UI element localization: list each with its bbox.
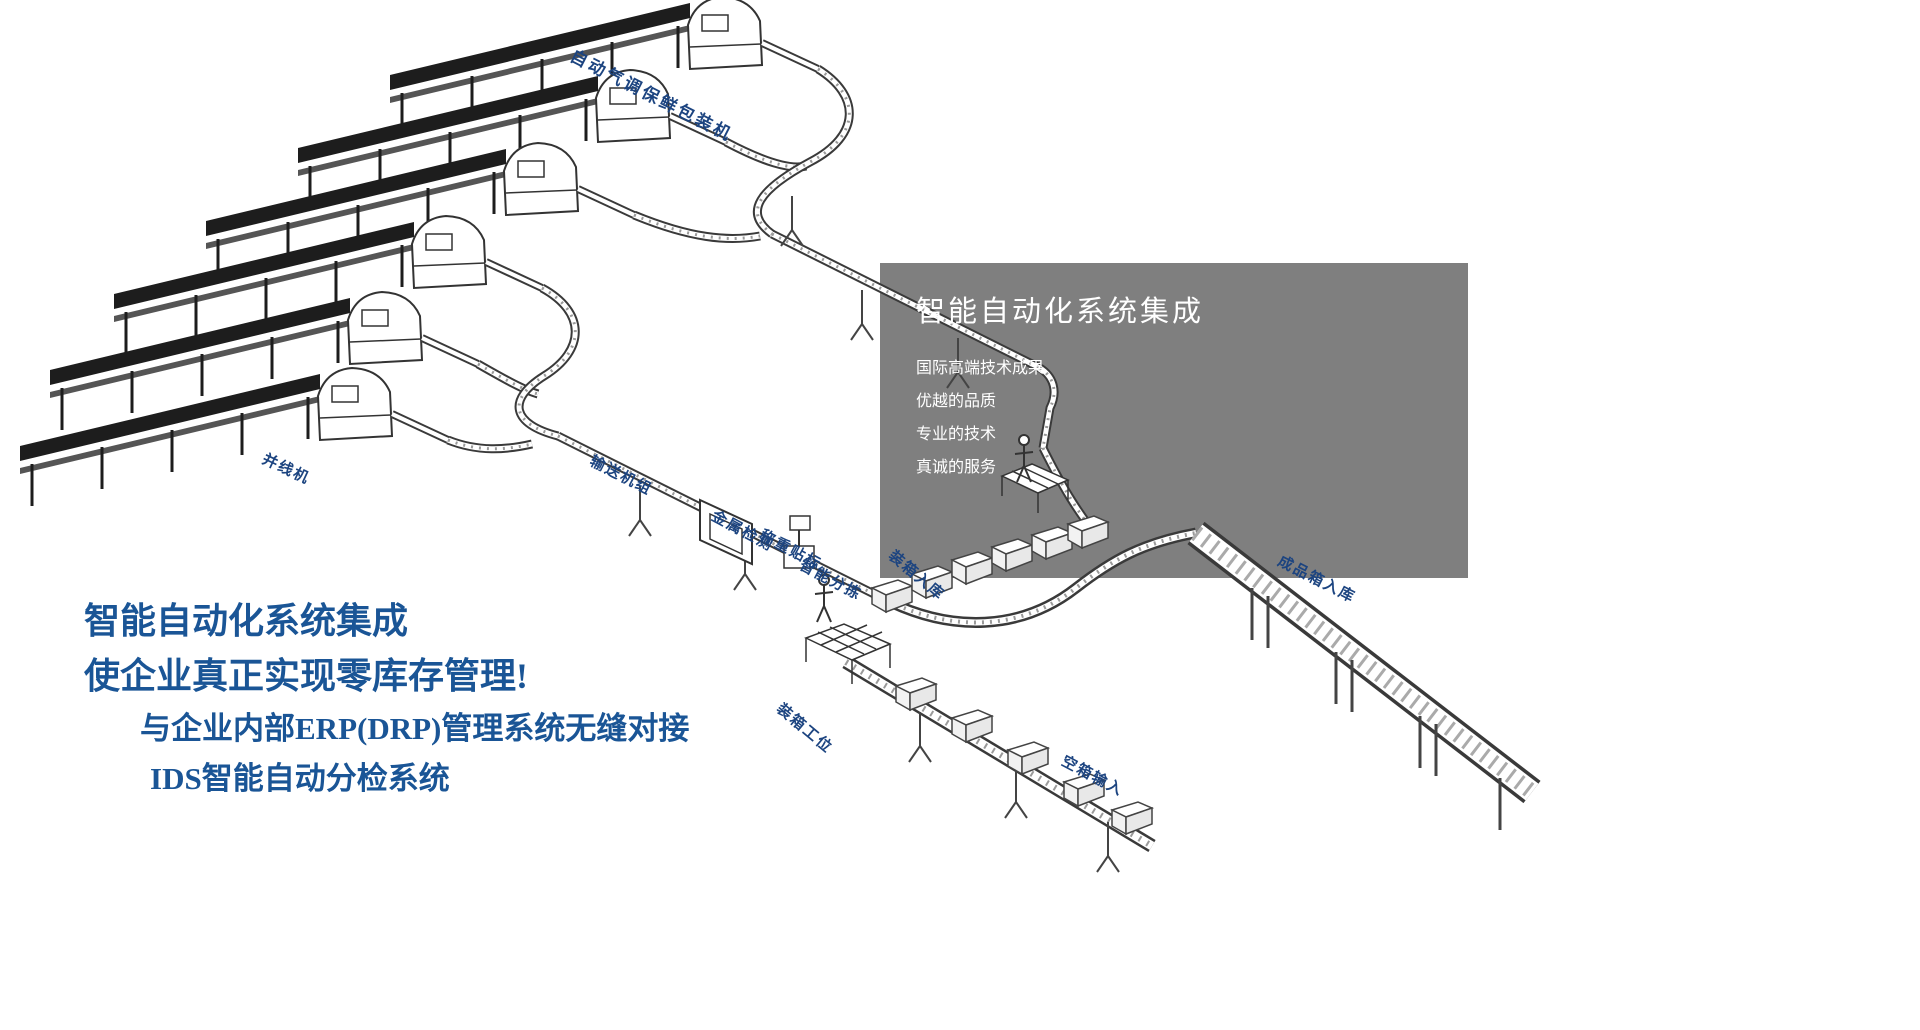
slogan-line-1: 智能自动化系统集成 [84,601,409,641]
label-smart-sorting: 智能分拣 [796,557,865,604]
slogan-line-2: 使企业真正实现零库存管理! [84,656,528,696]
packaging-lines-group [20,0,818,506]
panel-feature-list: 国际高端技术成果 优越的品质 专业的技术 真诚的服务 [916,352,1044,484]
label-empty-box-input: 空箱输入 [1058,753,1127,800]
slogan-line-3: 与企业内部ERP(DRP)管理系统无缝对接 [140,711,690,746]
slogan-block: 智能自动化系统集成 使企业真正实现零库存管理! 与企业内部ERP(DRP)管理系… [84,594,689,804]
boxing-station-table [804,623,892,684]
label-boxing-station: 装箱工位 [773,701,836,758]
panel-feature: 专业的技术 [916,426,997,443]
panel-feature: 优越的品质 [916,393,997,410]
label-auto-packaging-machine: 自动气调保鲜包装机 [567,46,737,146]
panel-title: 智能自动化系统集成 [916,296,1205,328]
panel-feature: 国际高端技术成果 [916,360,1045,377]
label-line-merger: 并线机 [259,451,313,488]
panel-feature: 真诚的服务 [916,459,997,476]
label-conveyor-unit: 输送机组 [586,453,655,499]
slogan-line-4: IDS智能自动分检系统 [150,761,450,796]
empty-boxes [895,677,1153,835]
